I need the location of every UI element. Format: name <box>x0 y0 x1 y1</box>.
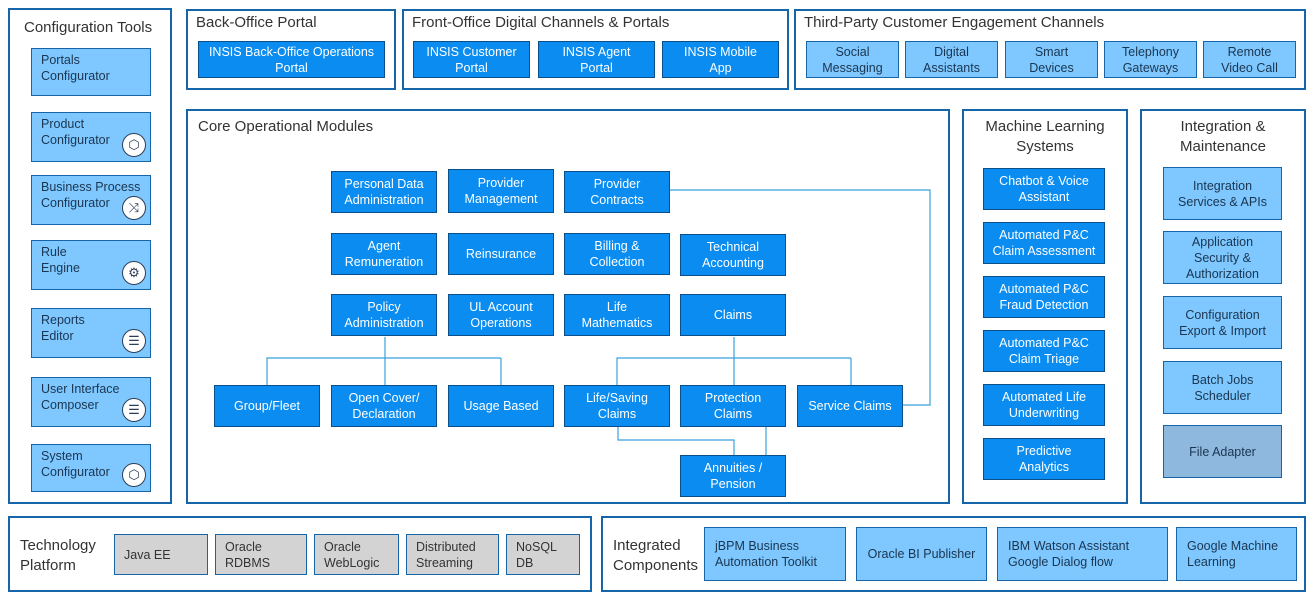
shuffle-icon: ⤨ <box>122 196 146 220</box>
distributed-streaming: Distributed Streaming <box>406 534 499 575</box>
machine-learning-title: Machine Learning Systems <box>985 118 1105 155</box>
provider-contracts[interactable]: Provider Contracts <box>564 171 670 213</box>
java-ee: Java EE <box>114 534 208 575</box>
system-configurator[interactable]: System Configurator ⬡ <box>31 444 151 492</box>
life-underwriting[interactable]: Automated Life Underwriting <box>983 384 1105 426</box>
user-interface-composer-label: User Interface Composer <box>41 382 120 412</box>
reports-editor-label: Reports Editor <box>41 313 85 343</box>
billing-collection[interactable]: Billing & Collection <box>564 233 670 275</box>
google-machine-learning[interactable]: Google Machine Learning <box>1176 527 1297 581</box>
chatbot-voice-assistant[interactable]: Chatbot & Voice Assistant <box>983 168 1105 210</box>
configuration-export-import[interactable]: Configuration Export & Import <box>1163 296 1282 349</box>
protection-claims[interactable]: Protection Claims <box>680 385 786 427</box>
reports-editor[interactable]: Reports Editor ☰ <box>31 308 151 358</box>
pc-claim-triage[interactable]: Automated P&C Claim Triage <box>983 330 1105 372</box>
integrated-components-title: Integrated Components <box>613 537 699 574</box>
oracle-weblogic: Oracle WebLogic <box>314 534 399 575</box>
jbpm-business-automation-toolkit[interactable]: jBPM Business Automation Toolkit <box>704 527 846 581</box>
system-configurator-label: System Configurator <box>41 449 110 479</box>
rule-engine[interactable]: Rule Engine ⚙ <box>31 240 151 290</box>
life-mathematics[interactable]: Life Mathematics <box>564 294 670 336</box>
open-cover-declaration[interactable]: Open Cover/ Declaration <box>331 385 437 427</box>
insis-mobile-app[interactable]: INSIS Mobile App <box>662 41 779 78</box>
insis-agent-portal[interactable]: INSIS Agent Portal <box>538 41 655 78</box>
box-icon: ⬡ <box>122 463 146 487</box>
provider-management[interactable]: Provider Management <box>448 169 554 213</box>
integration-services-apis[interactable]: Integration Services & APIs <box>1163 167 1282 220</box>
personal-data-administration[interactable]: Personal Data Administration <box>331 171 437 213</box>
agent-remuneration[interactable]: Agent Remuneration <box>331 233 437 275</box>
telephony-gateways[interactable]: Telephony Gateways <box>1104 41 1197 78</box>
remote-video-call[interactable]: Remote Video Call <box>1203 41 1296 78</box>
policy-administration[interactable]: Policy Administration <box>331 294 437 336</box>
social-messaging[interactable]: Social Messaging <box>806 41 899 78</box>
application-security[interactable]: Application Security & Authorization <box>1163 231 1282 284</box>
pc-fraud-detection[interactable]: Automated P&C Fraud Detection <box>983 276 1105 318</box>
usage-based[interactable]: Usage Based <box>448 385 554 427</box>
core-modules-title: Core Operational Modules <box>198 118 374 135</box>
ibm-watson-google-dialogflow[interactable]: IBM Watson Assistant Google Dialog flow <box>997 527 1168 581</box>
user-interface-composer[interactable]: User Interface Composer☰ <box>31 377 151 427</box>
oracle-rdbms: Oracle RDBMS <box>215 534 307 575</box>
configuration-tools-title: Configuration Tools <box>24 19 153 36</box>
service-claims[interactable]: Service Claims <box>797 385 903 427</box>
smart-devices[interactable]: Smart Devices <box>1005 41 1098 78</box>
insis-customer-portal[interactable]: INSIS Customer Portal <box>413 41 530 78</box>
nosql-db: NoSQL DB <box>506 534 580 575</box>
list-icon: ☰ <box>122 398 146 422</box>
back-office-portal-title: Back-Office Portal <box>196 14 317 31</box>
business-process-configurator-label: Business Process Configurator <box>41 180 141 210</box>
insis-back-office-operations-portal[interactable]: INSIS Back-Office Operations Portal <box>198 41 385 78</box>
technical-accounting[interactable]: Technical Accounting <box>680 234 786 276</box>
file-adapter[interactable]: File Adapter <box>1163 425 1282 478</box>
product-configurator[interactable]: Product Configurator ⬡ <box>31 112 151 162</box>
third-party-title: Third-Party Customer Engagement Channels <box>804 14 1105 31</box>
rule-engine-label: Rule Engine <box>41 245 80 275</box>
front-office-title: Front-Office Digital Channels & Portals <box>412 14 670 31</box>
list-icon: ☰ <box>122 329 146 353</box>
claims[interactable]: Claims <box>680 294 786 336</box>
batch-jobs-scheduler[interactable]: Batch Jobs Scheduler <box>1163 361 1282 414</box>
life-saving-claims[interactable]: Life/Saving Claims <box>564 385 670 427</box>
portals-configurator-label: Portals Configurator <box>41 53 110 83</box>
group-fleet[interactable]: Group/Fleet <box>214 385 320 427</box>
oracle-bi-publisher[interactable]: Oracle BI Publisher <box>856 527 987 581</box>
gear-icon: ⚙ <box>122 261 146 285</box>
pc-claim-assessment[interactable]: Automated P&C Claim Assessment <box>983 222 1105 264</box>
annuities-pension[interactable]: Annuities / Pension <box>680 455 786 497</box>
ul-account-operations[interactable]: UL Account Operations <box>448 294 554 336</box>
business-process-configurator[interactable]: Business Process Configurator⤨ <box>31 175 151 225</box>
integration-maintenance-title: Integration & Maintenance <box>1180 118 1266 155</box>
predictive-analytics[interactable]: Predictive Analytics <box>983 438 1105 480</box>
product-configurator-label: Product Configurator <box>41 117 110 147</box>
technology-platform-title: Technology Platform <box>20 537 96 574</box>
digital-assistants[interactable]: Digital Assistants <box>905 41 998 78</box>
box-icon: ⬡ <box>122 133 146 157</box>
portals-configurator[interactable]: Portals Configurator <box>31 48 151 96</box>
reinsurance[interactable]: Reinsurance <box>448 233 554 275</box>
